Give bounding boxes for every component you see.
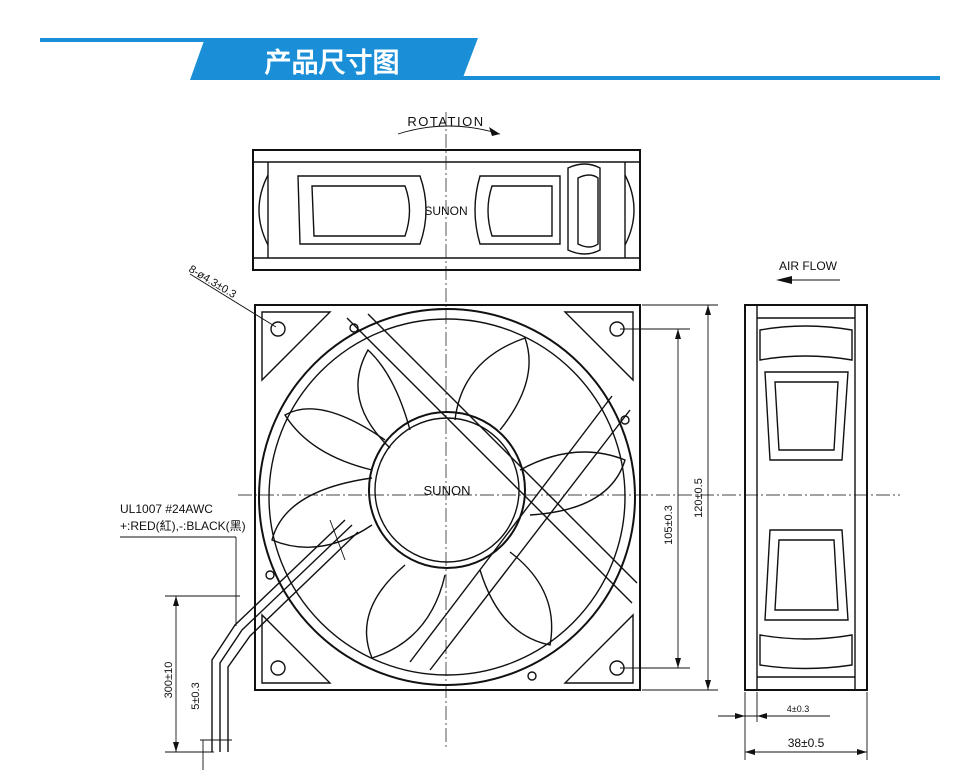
dim-frame-size: 120±0.5: [693, 478, 705, 518]
title-banner: 产品尺寸图: [40, 38, 940, 80]
venturi-outer: [258, 308, 636, 686]
venturi-inner: [268, 318, 626, 676]
rotation-label: ROTATION: [407, 114, 484, 129]
rotation-arrow: [397, 125, 501, 135]
rotation-arrow-head: [489, 127, 500, 136]
dimensions-side: 4±0.3 38±0.5: [718, 692, 868, 760]
wire-spec-line2: +:RED(紅),-:BLACK(黑): [120, 519, 246, 533]
hub-inner: [374, 417, 520, 563]
dim-depth: 38±0.5: [788, 736, 825, 750]
side-frame-outer: [744, 304, 868, 691]
dim-lead-strip: 5±0.3: [190, 682, 202, 709]
dim-hole-pitch: 105±0.3: [663, 505, 675, 545]
lead-wire-2: [219, 524, 353, 752]
side-view: AIR FLOW: [744, 259, 868, 691]
banner-line-right: [460, 76, 940, 80]
top-frame-outer: [252, 149, 641, 271]
page-title: 产品尺寸图: [265, 48, 400, 79]
airflow-label: AIR FLOW: [779, 259, 838, 273]
mounting-hole-bl: [270, 660, 286, 676]
frame-outer: [254, 304, 641, 691]
wire-spec: UL1007 #24AWC +:RED(紅),-:BLACK(黑): [120, 502, 246, 626]
wire-spec-line1: UL1007 #24AWC: [120, 502, 213, 516]
banner-line-left: [40, 38, 205, 42]
hub-brand: SUNON: [424, 483, 471, 498]
dimensions-front: 105±0.3 120±0.5 300±10 5±0.3: [163, 304, 718, 770]
dim-flange: 4±0.3: [787, 704, 809, 714]
lead-wire-3: [227, 531, 359, 752]
dim-lead-length: 300±10: [163, 662, 175, 699]
hole-callout-leader: [189, 273, 277, 328]
top-view: ROTATION SUNON: [252, 112, 641, 750]
hole-callout: 8-ø4.3±0.3: [186, 263, 238, 301]
mounting-hole-tl: [270, 321, 286, 337]
top-view-brand: SUNON: [424, 204, 467, 218]
hub-outer: [368, 411, 526, 569]
lead-wire-1: [211, 519, 346, 752]
front-view: SUNON 8-ø4.3±0.3: [186, 263, 900, 752]
banner-tab: [190, 38, 478, 80]
